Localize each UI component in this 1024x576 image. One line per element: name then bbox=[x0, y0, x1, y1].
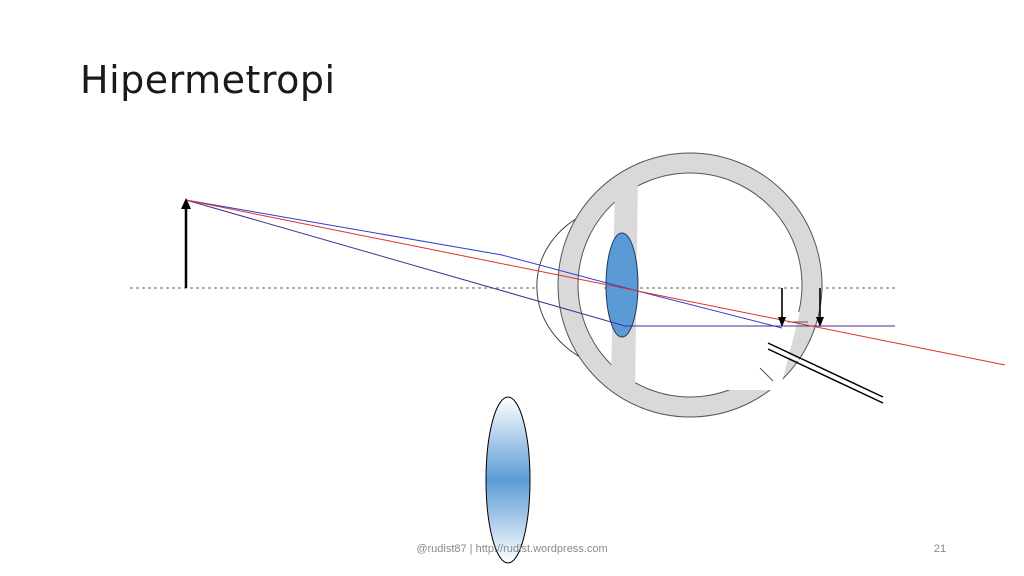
eyeball bbox=[557, 152, 823, 418]
down-arrow-icon bbox=[778, 288, 786, 327]
screen-icon bbox=[767, 342, 884, 404]
eye-lens bbox=[605, 232, 639, 338]
slide-title: Hipermetropi bbox=[80, 58, 336, 102]
footer-text: @rudist87 | http://rudist.wordpress.com bbox=[416, 543, 608, 555]
down-arrow-icon-2 bbox=[816, 288, 824, 327]
up-arrow-icon bbox=[181, 198, 191, 288]
ray-purple bbox=[185, 199, 895, 327]
convex-lens-icon bbox=[485, 396, 531, 564]
page-number: 21 bbox=[933, 543, 947, 555]
ray-blue bbox=[185, 199, 783, 329]
ray-red bbox=[185, 199, 1006, 366]
